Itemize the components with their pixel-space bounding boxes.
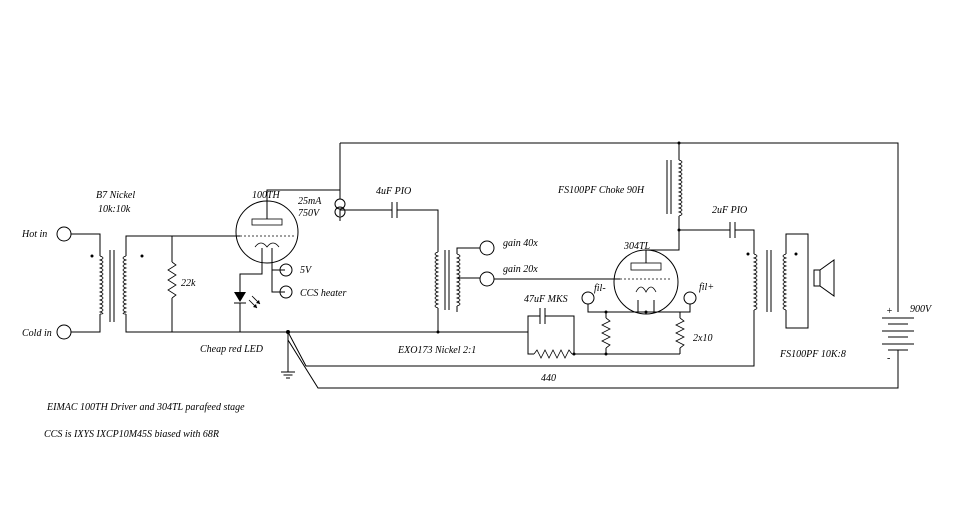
label-4uf-pio: 4uF PIO xyxy=(376,186,411,197)
interstage-transformer xyxy=(434,240,495,332)
label-output-transformer: FS100PF 10K:8 xyxy=(779,349,846,360)
label-5v: 5V xyxy=(300,265,313,276)
output-cap-2uf xyxy=(729,222,755,254)
label-hot-in: Hot in xyxy=(21,229,47,240)
filament-terminals xyxy=(581,291,697,313)
output-transformer xyxy=(287,233,809,367)
note-line-2: CCS is IXYS IXCP10M45S biased with 68R xyxy=(44,429,219,440)
resistor-22k xyxy=(167,236,177,332)
fil-plus-terminal xyxy=(683,291,697,305)
label-22k: 22k xyxy=(181,278,196,289)
label-100th: 100TH xyxy=(252,190,281,201)
label-cold-in: Cold in xyxy=(22,328,52,339)
plate-ccs xyxy=(266,143,346,221)
label-304tl: 304TL xyxy=(623,241,651,252)
gain-40x-terminal xyxy=(479,240,495,256)
input-transformer xyxy=(90,235,288,333)
label-input-ratio: 10k:10k xyxy=(98,204,131,215)
label-750v: 750V xyxy=(298,208,321,219)
hot-in-jack xyxy=(56,226,72,242)
tube-304tl xyxy=(613,249,679,315)
speaker xyxy=(813,259,835,297)
fil-minus-terminal xyxy=(581,291,595,305)
label-47uf-mks: 47uF MKS xyxy=(524,294,568,305)
label-interstage: EXO173 Nickel 2:1 xyxy=(397,345,476,356)
label-25ma: 25mA xyxy=(298,196,322,207)
cathode-network xyxy=(527,304,685,359)
label-gain-20x: gain 20x xyxy=(503,264,538,275)
choke-90h xyxy=(646,143,730,251)
battery-900v xyxy=(287,317,914,389)
label-ccs-heater: CCS heater xyxy=(300,288,346,299)
cold-in-jack xyxy=(56,324,72,340)
heater-5v-terminal xyxy=(279,263,293,277)
label-fil-minus: fil- xyxy=(594,283,606,294)
heater-circuit xyxy=(239,263,293,299)
gain-20x-terminal xyxy=(479,271,495,287)
label-input-transformer: B7 Nickel xyxy=(96,190,135,201)
label-choke: FS100PF Choke 90H xyxy=(557,185,645,196)
label-2x10: 2x10 xyxy=(693,333,712,344)
label-plus: + xyxy=(886,306,893,317)
coupling-cap-4uf xyxy=(339,202,439,252)
tube-100th xyxy=(235,200,299,268)
label-cheap-led: Cheap red LED xyxy=(200,344,264,355)
label-2uf-pio: 2uF PIO xyxy=(712,205,747,216)
ccs-heater-terminal xyxy=(279,285,293,299)
label-minus: - xyxy=(887,353,890,364)
cathode-led xyxy=(234,284,261,332)
note-line-1: EIMAC 100TH Driver and 304TL parafeed st… xyxy=(46,402,245,413)
label-gain-40x: gain 40x xyxy=(503,238,538,249)
bplus-rail xyxy=(340,142,899,312)
input-jacks xyxy=(56,226,101,340)
ground-symbol xyxy=(281,330,295,379)
label-fil-plus: fil+ xyxy=(699,282,714,293)
label-900v: 900V xyxy=(910,304,933,315)
label-440: 440 xyxy=(541,373,556,384)
